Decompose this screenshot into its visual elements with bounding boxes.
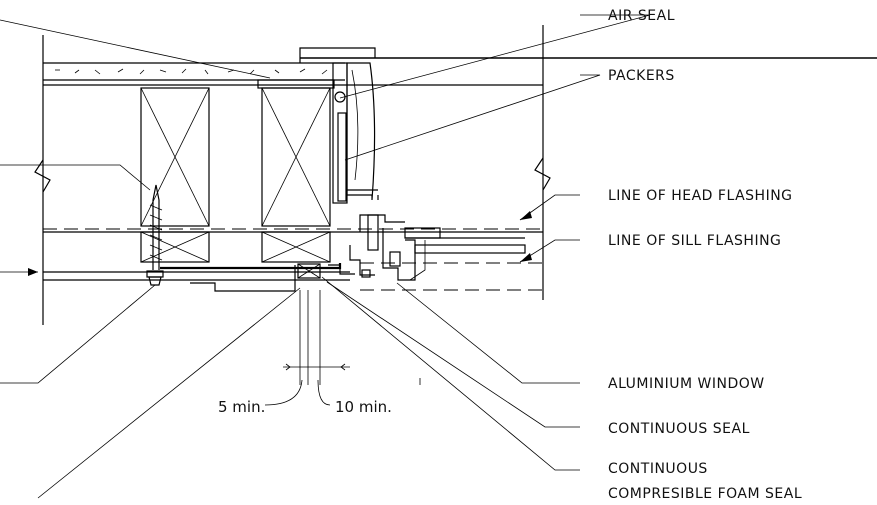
leader-lines bbox=[0, 14, 651, 499]
label-aluminium-window: ALUMINIUM WINDOW bbox=[608, 376, 765, 392]
timber-stud-right bbox=[257, 79, 335, 263]
label-foam-seal-line1: CONTINUOUS bbox=[608, 461, 708, 477]
timber-stud-left bbox=[140, 87, 210, 263]
wall-outline bbox=[34, 25, 551, 325]
label-packers: PACKERS bbox=[608, 68, 675, 84]
ceiling-lining bbox=[43, 47, 877, 86]
label-continuous-seal: CONTINUOUS SEAL bbox=[608, 421, 750, 437]
label-air-seal: AIR SEAL bbox=[608, 8, 675, 24]
aluminium-window-profile bbox=[328, 214, 526, 281]
label-line-of-sill-flashing: LINE OF SILL FLASHING bbox=[608, 233, 781, 249]
label-line-of-head-flashing: LINE OF HEAD FLASHING bbox=[608, 188, 793, 204]
flashing-lines bbox=[43, 228, 543, 291]
dimension-10-min: 10 min. bbox=[335, 398, 392, 416]
dimension-5-min: 5 min. bbox=[218, 398, 265, 416]
head-trim bbox=[332, 62, 379, 204]
lintel-flashing bbox=[160, 263, 342, 292]
fixing-screw bbox=[146, 184, 164, 286]
label-foam-seal-line2: COMPRESIBLE FOAM SEAL bbox=[608, 486, 802, 502]
